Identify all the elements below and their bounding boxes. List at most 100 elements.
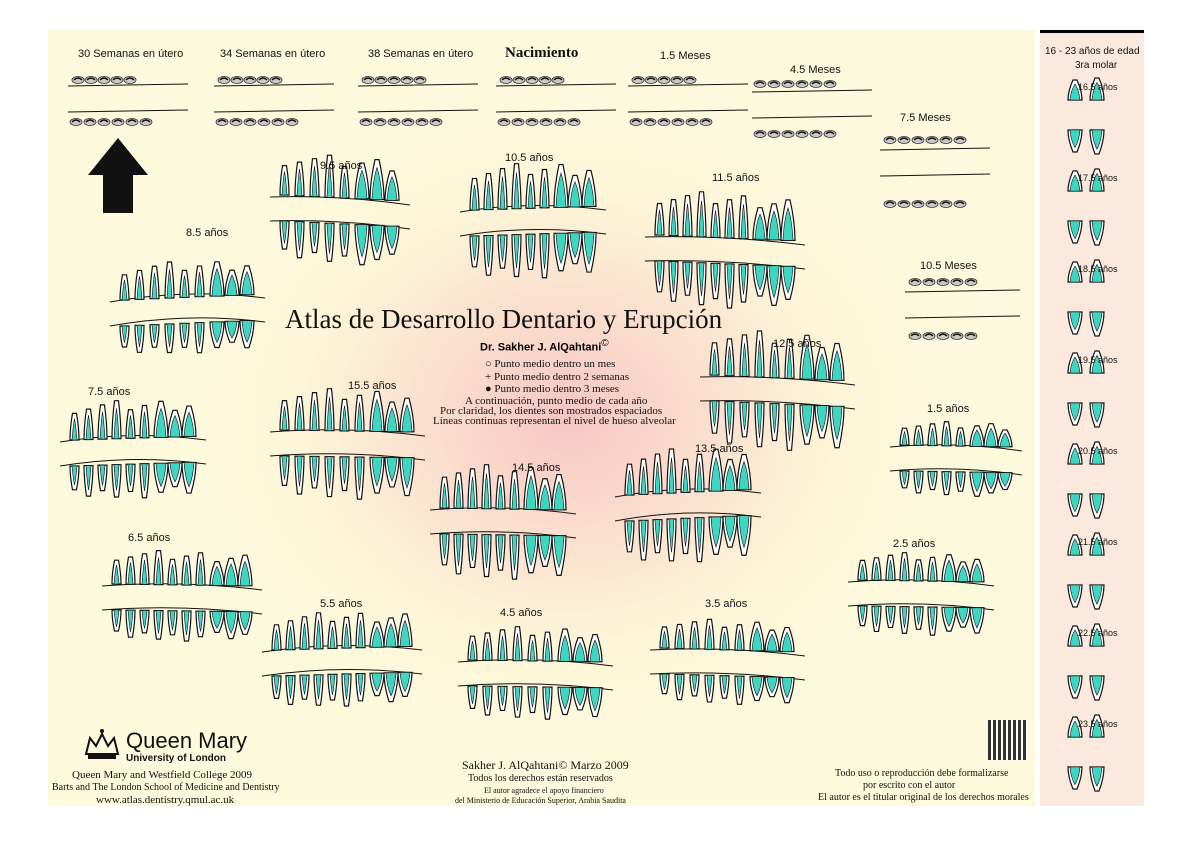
tooth-bud	[97, 118, 111, 126]
stage-label-13-5y: 13.5 años	[695, 443, 744, 455]
stage-label-12-5y: 12.5 años	[773, 338, 822, 350]
molar-tooth	[553, 232, 569, 272]
tooth	[694, 453, 705, 493]
molar-tooth	[397, 671, 413, 697]
tooth	[738, 195, 749, 240]
tooth	[309, 392, 320, 432]
molar-tooth	[209, 261, 225, 297]
sidebar-header: 16 - 23 años de edad	[1045, 46, 1140, 57]
tooth-bud-crown	[952, 279, 962, 283]
tooth-bud	[670, 76, 684, 84]
tooth-bud-crown	[402, 77, 412, 81]
alveolar-line	[109, 317, 266, 327]
tooth	[724, 338, 735, 377]
tooth-bud-crown	[389, 119, 399, 123]
tooth-bud	[553, 118, 567, 126]
tooth-bud-crown	[99, 77, 109, 81]
molar-tooth	[369, 621, 385, 648]
footer-url[interactable]: www.atlas.dentistry.qmul.ac.uk	[96, 794, 235, 806]
tooth-bud	[538, 76, 552, 84]
molar-tooth	[587, 687, 603, 718]
stage-label-34w: 34 Semanas en útero	[220, 48, 326, 60]
tooth-bud-crown	[245, 77, 255, 81]
tooth	[784, 338, 795, 379]
alveolar-line	[357, 83, 479, 87]
legend-line-5: Por claridad, los dientes son mostrados …	[440, 405, 663, 417]
molar-tooth	[581, 169, 597, 208]
alveolar-line	[904, 315, 1021, 319]
tooth	[674, 623, 685, 650]
tooth	[704, 618, 715, 650]
molar-tooth	[399, 457, 415, 497]
tooth-bud	[936, 332, 950, 340]
tooth	[469, 177, 480, 211]
molar-tooth	[941, 606, 957, 632]
tooth-bud-crown	[287, 119, 297, 123]
tooth-bud-crown	[910, 333, 920, 337]
tooth	[509, 471, 520, 510]
copyright-symbol: ©	[601, 338, 609, 349]
tooth	[271, 624, 282, 651]
molar-tooth	[237, 611, 253, 635]
tooth-bud	[415, 118, 429, 126]
tooth	[719, 626, 730, 651]
tooth	[689, 674, 700, 697]
tooth	[467, 685, 478, 709]
molar-tooth	[1089, 402, 1105, 428]
tooth-bud	[950, 278, 964, 286]
stage-label-birth: Nacimiento	[505, 45, 579, 61]
stage-label-14-5y: 14.5 años	[512, 462, 561, 474]
tooth-bud-crown	[375, 119, 385, 123]
molar-tooth	[1089, 168, 1105, 192]
tooth-bud	[525, 118, 539, 126]
molar-tooth	[779, 676, 795, 704]
tooth	[689, 621, 700, 650]
molar-tooth	[1067, 766, 1083, 790]
tooth	[279, 220, 290, 250]
tooth-bud	[271, 118, 285, 126]
footer-right-line2: por escrito con el autor	[863, 780, 956, 791]
tooth-bud	[359, 118, 373, 126]
tooth	[652, 519, 663, 554]
molar-tooth	[399, 397, 415, 433]
molar-tooth	[369, 224, 385, 261]
tooth-bud-crown	[541, 119, 551, 123]
tooth	[913, 559, 924, 582]
alveolar-line	[751, 115, 873, 119]
stage-label-1-5y: 1.5 años	[927, 403, 970, 415]
molar-tooth	[1089, 350, 1105, 374]
author-name: Dr. Sakher J. AlQahtani©	[480, 338, 609, 354]
tooth	[511, 234, 522, 278]
molar-tooth	[780, 265, 796, 300]
tooth-bud-crown	[271, 77, 281, 81]
stage-label-11-5y: 11.5 años	[712, 172, 760, 184]
tooth	[324, 456, 335, 498]
molar-tooth	[752, 207, 768, 240]
tooth-bud-crown	[755, 81, 765, 85]
tooth-bud-crown	[113, 119, 123, 123]
tooth	[885, 605, 896, 629]
molar-tooth	[955, 561, 971, 583]
molar-tooth	[153, 462, 169, 493]
alveolar-line	[879, 147, 991, 151]
tooth-bud	[883, 200, 897, 208]
molar-tooth	[1089, 532, 1105, 556]
queen-mary-logo: Queen Mary University of London	[82, 728, 247, 768]
tooth-bud-crown	[913, 137, 923, 141]
molar-tooth	[1067, 716, 1083, 738]
molar-tooth	[997, 472, 1013, 491]
tooth-bud-crown	[499, 119, 509, 123]
molar-tooth	[239, 265, 255, 296]
tooth-bud	[911, 136, 925, 144]
stage-label-10-5y: 10.5 años	[505, 152, 554, 164]
tooth-bud-crown	[232, 77, 242, 81]
tooth	[111, 609, 122, 632]
tooth	[119, 325, 130, 348]
footer-center-line2: Todos los derechos están reservados	[468, 773, 613, 784]
tooth-bud-crown	[646, 77, 656, 81]
tooth	[179, 269, 190, 298]
tooth	[497, 629, 508, 662]
tooth-bud	[285, 118, 299, 126]
tooth-bud-crown	[659, 119, 669, 123]
